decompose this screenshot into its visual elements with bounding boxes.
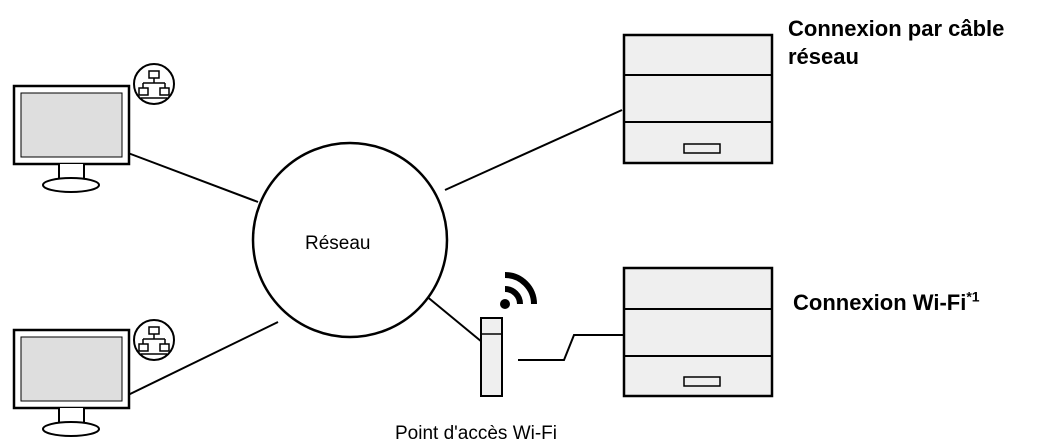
printer-wired <box>622 33 774 165</box>
line-network-access-point <box>424 294 483 343</box>
wifi-signal-icon <box>500 272 537 309</box>
line-pc1-network <box>127 152 259 203</box>
computer-1 <box>12 84 131 193</box>
line-pc2-network <box>127 321 279 396</box>
wifi-connection-title: Connexion Wi-Fi*1 <box>793 290 980 316</box>
access-point <box>480 317 503 397</box>
line-network-printer1 <box>444 109 623 191</box>
monitor-2-base <box>42 421 100 437</box>
monitor-1-screen <box>20 92 123 158</box>
access-point-label: Point d'accès Wi-Fi <box>395 423 558 444</box>
computer-2 <box>12 328 131 437</box>
printer-wifi <box>622 266 774 398</box>
monitor-1-base <box>42 177 100 193</box>
wired-connection-title-line2: réseau <box>788 44 859 69</box>
wired-connection-title-line1: Connexion par câble <box>788 16 1005 41</box>
lan-icon <box>133 319 175 361</box>
wifi-footnote-marker: *1 <box>966 288 980 305</box>
lightning-link-icon <box>518 334 624 361</box>
monitor-2-screen <box>20 336 123 402</box>
lan-icon <box>133 63 175 105</box>
wifi-connection-text: Connexion Wi-Fi <box>793 290 967 315</box>
network-label: Réseau <box>305 233 371 254</box>
network-circle <box>251 141 449 339</box>
connection-lines <box>127 109 623 396</box>
